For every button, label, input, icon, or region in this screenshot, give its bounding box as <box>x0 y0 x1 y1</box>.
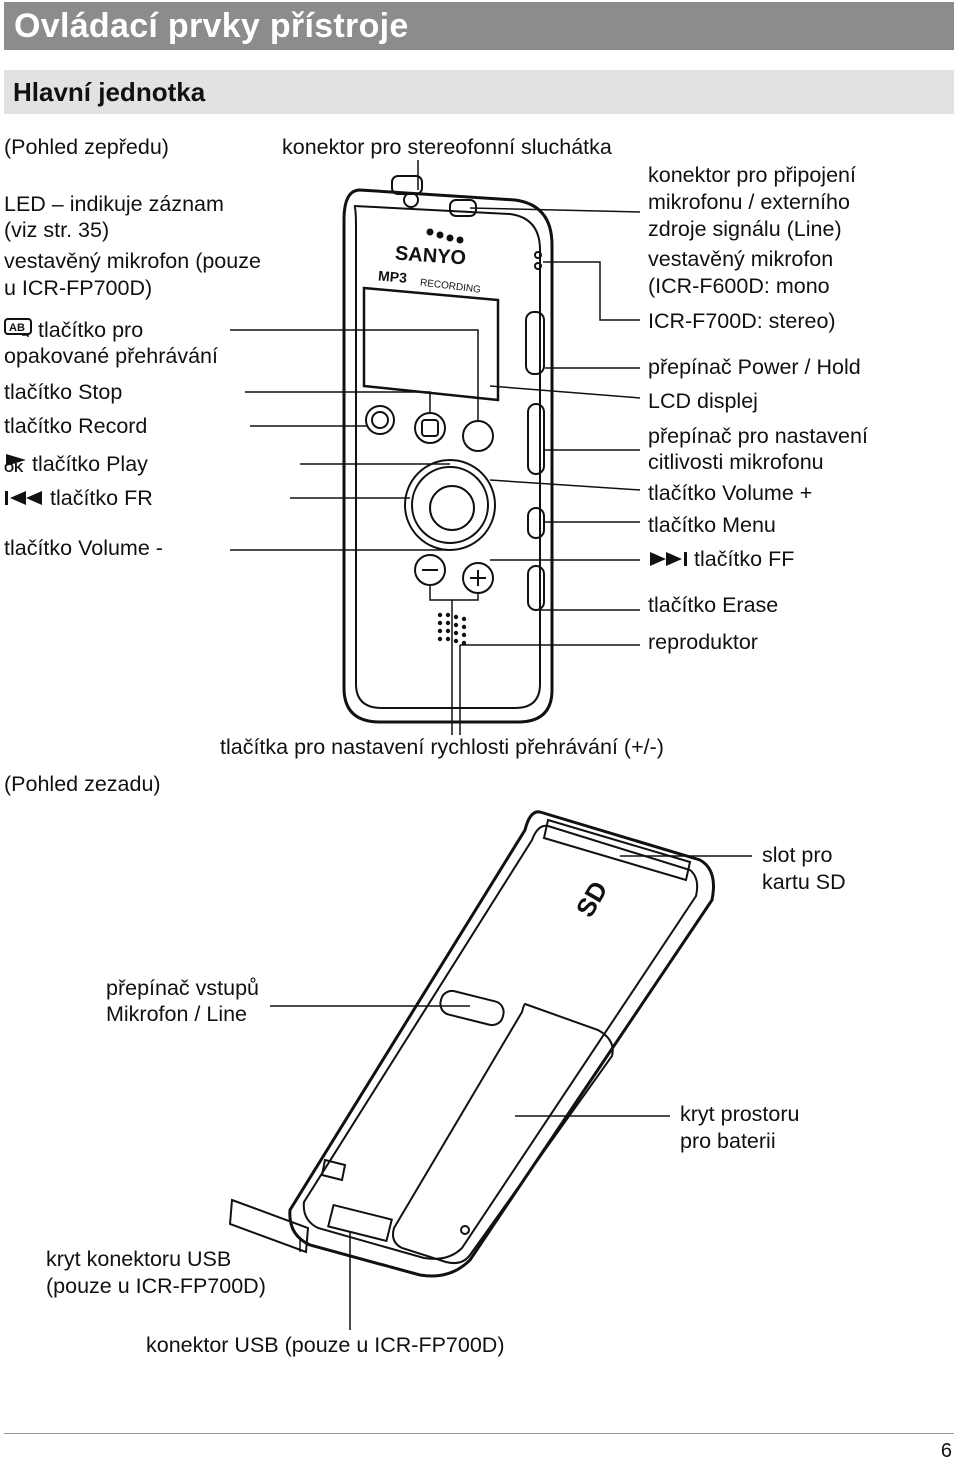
internal-mic-label-line2: (ICR-F600D: mono <box>648 274 830 298</box>
front-callout-lines <box>230 160 641 735</box>
play-ok-text: OK <box>4 460 24 475</box>
mic-connector-label-line2: mikrofonu / externího <box>648 190 850 214</box>
repeat-button-label: AB tlačítko pro <box>4 317 143 345</box>
volume-minus-label: tlačítko Volume - <box>4 536 163 560</box>
section-title: Hlavní jednotka <box>13 77 206 107</box>
page-title-bar: Ovládací prvky přístroje <box>4 2 954 50</box>
stop-button-label: tlačítko Stop <box>4 380 123 404</box>
front-view-heading: (Pohled zepředu) <box>4 135 169 159</box>
sd-slot-label-line2: kartu SD <box>762 870 846 894</box>
builtin-mic-label-line2: u ICR-FP700D) <box>4 276 153 300</box>
internal-mic-label-line3: ICR-F700D: stereo) <box>648 309 836 333</box>
speed-buttons-label: tlačítka pro nastavení rychlosti přehráv… <box>220 735 664 759</box>
builtin-mic-label-line1: vestavěný mikrofon (pouze <box>4 249 261 273</box>
usb-cover-label-line1: kryt konektoru USB <box>46 1247 232 1271</box>
usb-connector-label: konektor USB (pouze u ICR-FP700D) <box>146 1333 505 1357</box>
fr-button-label: tlačítko FR <box>4 485 153 513</box>
repeat-button-text: tlačítko pro <box>38 318 144 342</box>
page-title: Ovládací prvky přístroje <box>14 7 409 45</box>
input-switch-label-line1: přepínač vstupů <box>106 976 259 1000</box>
svg-text:AB: AB <box>9 322 25 334</box>
battery-cover-label-line2: pro baterii <box>680 1129 776 1153</box>
rear-view-heading: (Pohled zezadu) <box>4 772 161 796</box>
lcd-label: LCD displej <box>648 389 758 413</box>
device-brand-text: SANYO <box>394 243 466 270</box>
ff-button-text: tlačítko FF <box>694 547 795 571</box>
battery-cover-label-line1: kryt prostoru <box>680 1102 800 1126</box>
internal-mic-label-line1: vestavěný mikrofon <box>648 247 834 271</box>
erase-button-label: tlačítko Erase <box>648 593 779 617</box>
mic-sensitivity-label-line2: citlivosti mikrofonu <box>648 450 824 474</box>
rear-device-drawing: SD <box>228 810 715 1278</box>
play-button-text: tlačítko Play <box>32 452 148 476</box>
skip-forward-icon <box>648 547 688 574</box>
led-label-line1: LED – indikuje záznam <box>4 192 224 216</box>
page-number: 6 <box>940 1440 952 1462</box>
fr-button-text: tlačítko FR <box>50 486 153 510</box>
skip-back-icon <box>4 486 44 513</box>
led-label-line2: (viz str. 35) <box>4 218 110 242</box>
play-triangle-icon <box>4 447 28 474</box>
usb-cover-label-line2: (pouze u ICR-FP700D) <box>46 1274 266 1298</box>
ab-repeat-icon: AB <box>4 317 32 345</box>
headphone-jack-label: konektor pro stereofonní sluchátka <box>282 135 612 159</box>
rear-callout-lines <box>270 855 752 1330</box>
footer-rule <box>4 1433 954 1434</box>
mic-connector-label-line3: zdroje signálu (Line) <box>648 217 842 241</box>
svg-text:SD: SD <box>570 876 614 922</box>
ff-button-label: tlačítko FF <box>648 546 794 574</box>
section-title-bar: Hlavní jednotka <box>4 70 954 114</box>
speaker-label: reproduktor <box>648 630 758 654</box>
power-hold-label: přepínač Power / Hold <box>648 355 861 379</box>
device-mp3-text: MP3 <box>378 267 408 285</box>
record-button-label: tlačítko Record <box>4 414 148 438</box>
repeat-button-label-line2: opakované přehrávání <box>4 344 218 368</box>
sd-slot-label-line1: slot pro <box>762 843 833 867</box>
menu-button-label: tlačítko Menu <box>648 513 776 537</box>
input-switch-label-line2: Mikrofon / Line <box>106 1002 248 1026</box>
volume-plus-label: tlačítko Volume + <box>648 481 813 505</box>
mic-connector-label-line1: konektor pro připojení <box>648 163 856 187</box>
mic-sensitivity-label-line1: přepínač pro nastavení <box>648 424 868 448</box>
